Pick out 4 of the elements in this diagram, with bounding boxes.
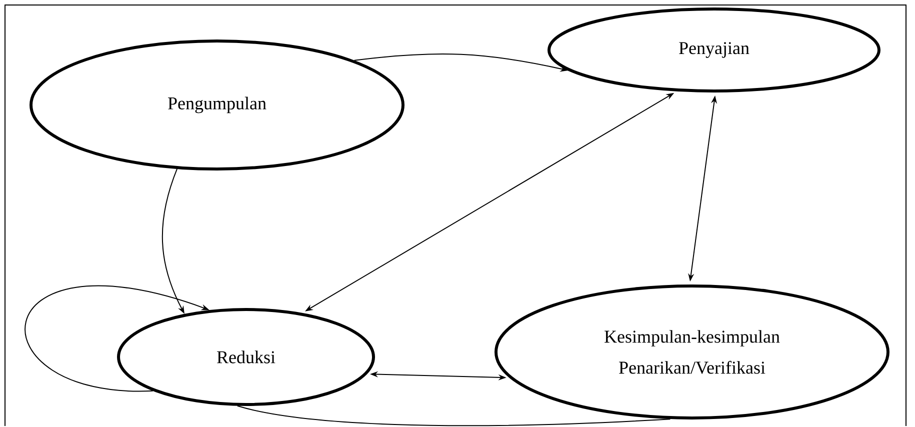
ellipse-node: Reduksi	[117, 308, 375, 406]
ellipse-node: Pengumpulan	[30, 40, 404, 170]
ellipse-node: Kesimpulan-kesimpulan Penarikan/Verifikasi	[494, 284, 890, 420]
ellipse-node: Penyajian	[548, 8, 880, 92]
